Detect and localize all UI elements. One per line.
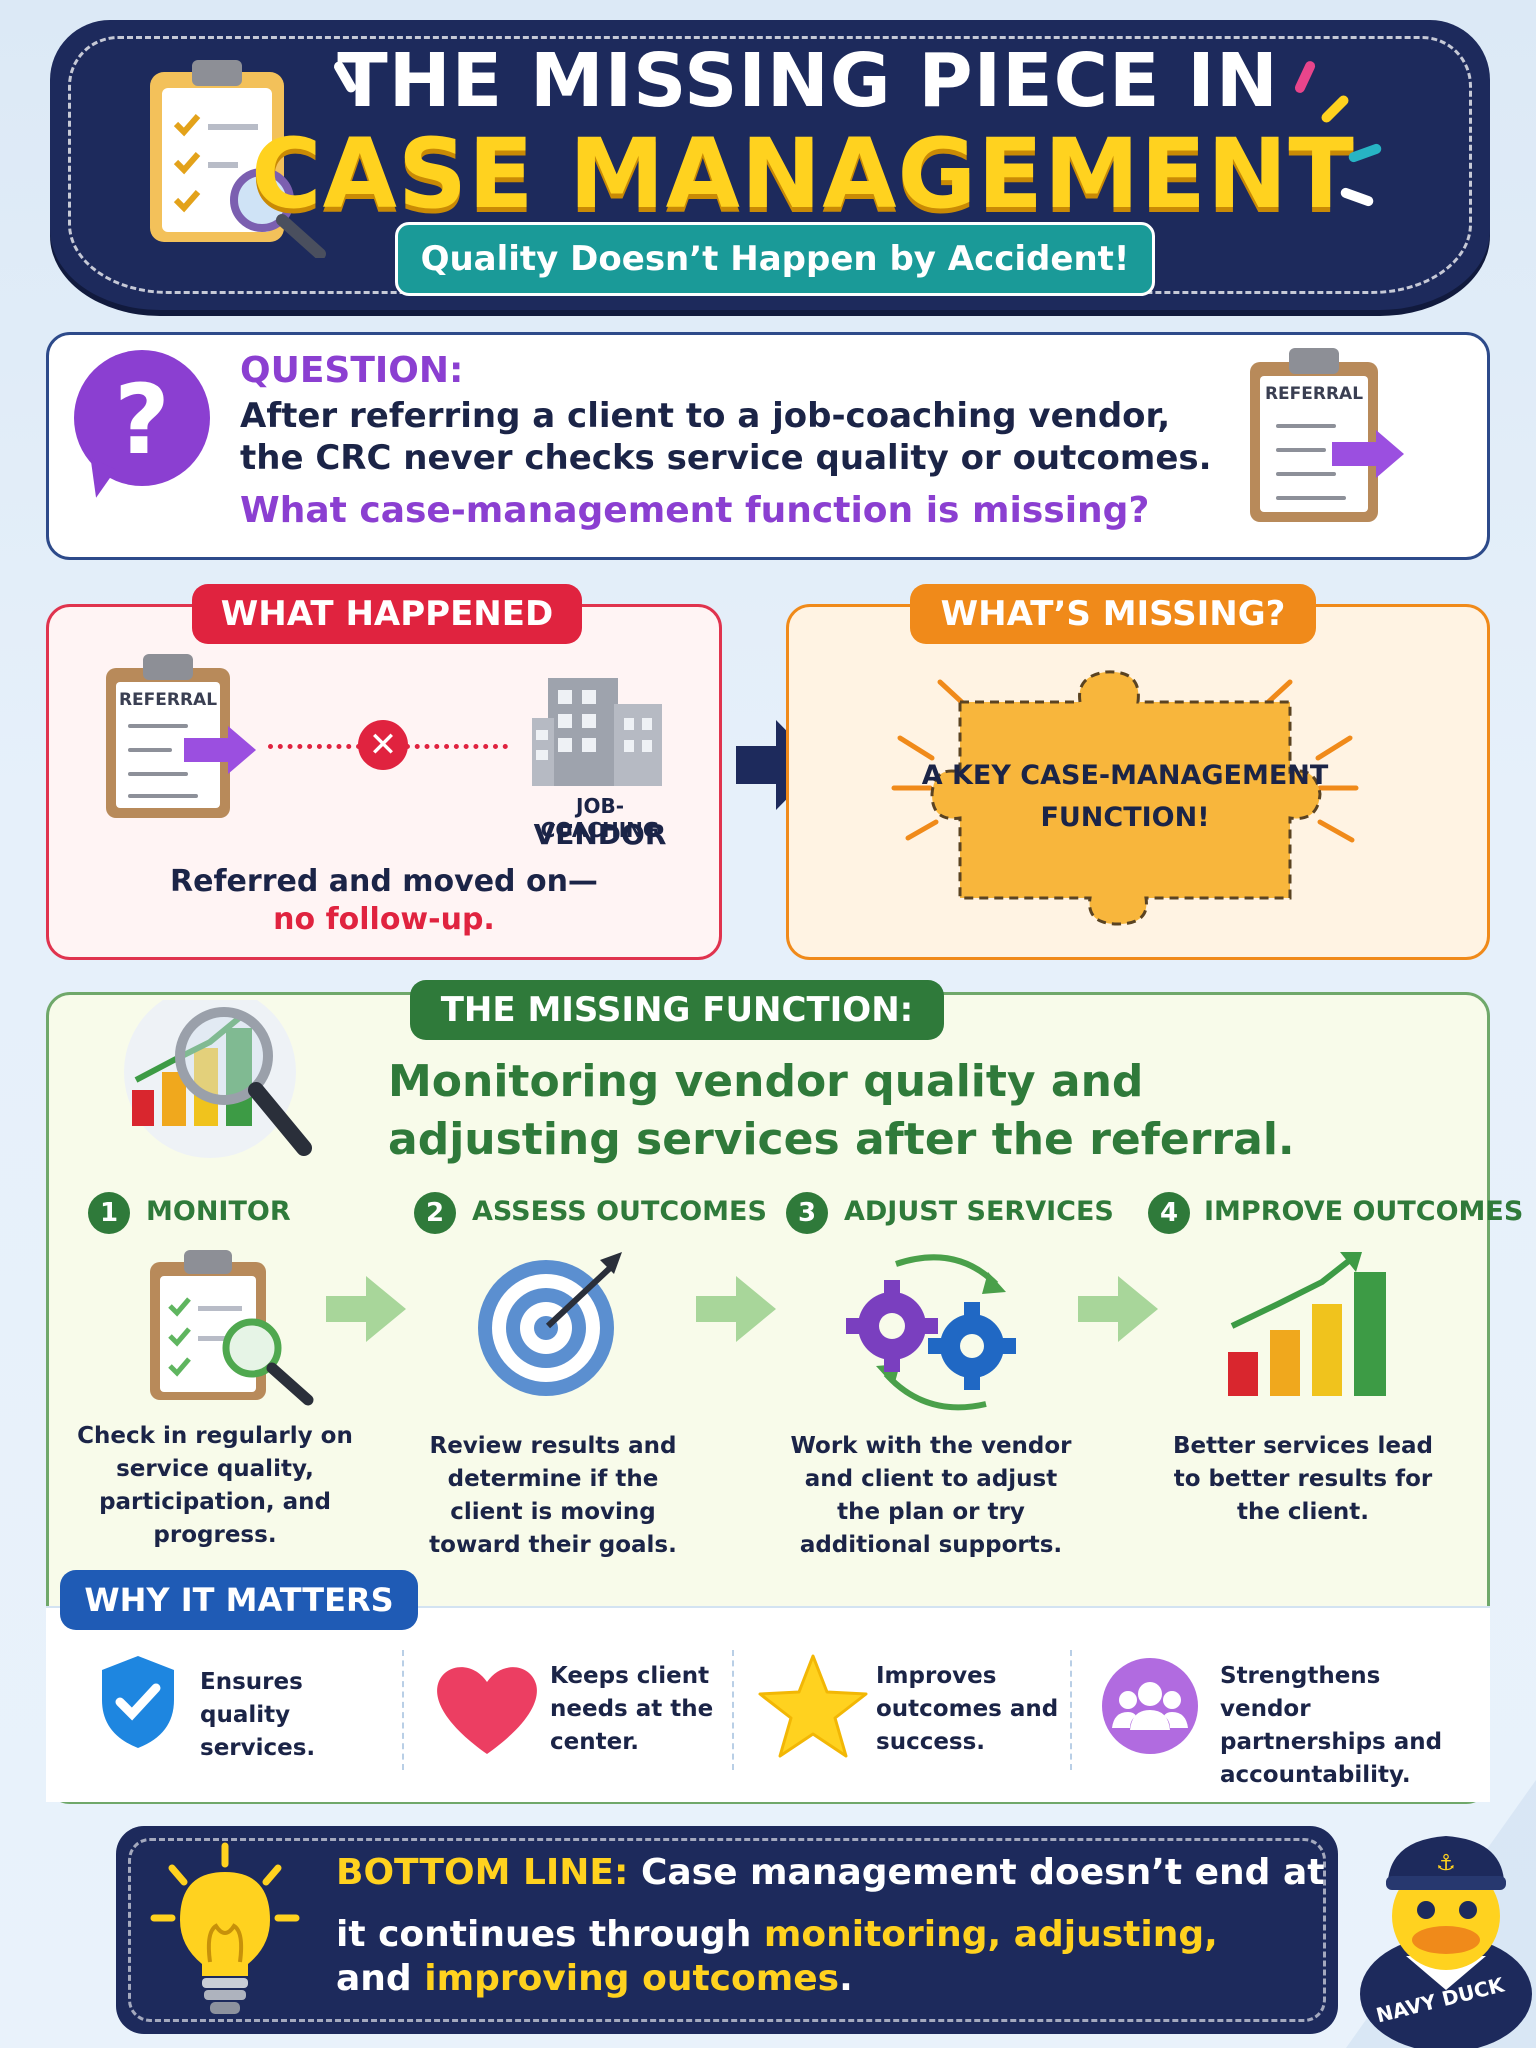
arrow-right-icon [184, 726, 256, 774]
title-line-2: CASE MANAGEMENT [251, 118, 1355, 230]
whats-missing-tab: WHAT’S MISSING? [910, 584, 1316, 644]
question-mark-icon: ? [114, 364, 170, 476]
people-icon [1102, 1658, 1198, 1754]
step-title-improve-outcomes: IMPROVE OUTCOMES [1204, 1196, 1524, 1227]
bottom-line-text: . [839, 1958, 853, 1999]
lightbulb-icon [150, 1842, 300, 2014]
what-happened-tab: WHAT HAPPENED [192, 584, 582, 644]
bottom-line-highlight: improving outcomes [424, 1958, 840, 1999]
step-number: 2 [414, 1192, 456, 1234]
happened-caption-line-1: Referred and moved on— [170, 864, 598, 899]
referral-clipboard-icon: REFERRAL [1250, 348, 1378, 522]
divider [732, 1650, 734, 1770]
step-description: Better services lead to better results f… [1173, 1433, 1433, 1525]
step-title-assess-outcomes: ASSESS OUTCOMES [472, 1196, 767, 1227]
step-description: Check in regularly on service quality, p… [77, 1423, 353, 1548]
bottom-line-line-2: it continues through monitoring, adjusti… [336, 1914, 1218, 1955]
divider [1070, 1650, 1072, 1770]
gears-icon [846, 1254, 1016, 1411]
question-bubble-icon [74, 350, 210, 486]
step-description: Work with the vendor and client to adjus… [790, 1433, 1072, 1558]
bottom-line-text: it continues through [336, 1914, 764, 1955]
function-headline-line-1: Monitoring vendor quality and [388, 1056, 1144, 1107]
step-number: 3 [786, 1192, 828, 1234]
bottom-line-line-3: and improving outcomes. [336, 1958, 853, 1999]
bottom-line-card [116, 1826, 1338, 2034]
question-card [46, 332, 1490, 560]
step-number: 4 [1148, 1192, 1190, 1234]
magnifier-chart-icon [124, 1000, 312, 1158]
why-it-matters-band [46, 1606, 1490, 1802]
shield-check-icon [102, 1656, 174, 1748]
svg-text:⚓: ⚓ [1436, 1851, 1456, 1876]
bottom-line-text: Case management doesn’t end at [628, 1852, 1325, 1893]
question-text-line-1: After referring a client to a job-coachi… [240, 396, 1171, 436]
clipboard-magnifier-icon [150, 1250, 314, 1406]
why-it-matters-tab: WHY IT MATTERS [60, 1570, 418, 1630]
vendor-label-line-1: JOB-COACHING [540, 794, 660, 842]
matter-text: Improves outcomes and success. [876, 1663, 1059, 1755]
missing-piece-line-1: A KEY CASE-MANAGEMENT [921, 760, 1329, 791]
matter-text: Ensures quality services. [200, 1669, 316, 1761]
bottom-line-label: BOTTOM LINE: [336, 1852, 629, 1893]
step-title-adjust-services: ADJUST SERVICES [844, 1196, 1114, 1227]
question-text-line-2: the CRC never checks service quality or … [240, 438, 1212, 478]
step-number: 1 [88, 1192, 130, 1234]
duck-mascot-icon: ⚓ [1346, 1780, 1536, 2048]
subtitle-ribbon: Quality Doesn’t Happen by Accident! [395, 222, 1155, 296]
arrow-right-icon [1078, 1276, 1158, 1342]
clipboard-magnifier-icon [150, 60, 326, 258]
x-icon: ✕ [358, 720, 408, 770]
bottom-line-text: and [336, 1958, 425, 1999]
arrow-right-icon [696, 1276, 776, 1342]
step-title-monitor: MONITOR [146, 1196, 291, 1227]
question-label: QUESTION: [240, 350, 464, 391]
target-icon [478, 1252, 622, 1396]
happened-caption-line-2: no follow-up. [273, 902, 495, 937]
star-icon [758, 1654, 868, 1758]
puzzle-piece-icon [891, 670, 1359, 926]
referral-clipboard-icon: REFERRAL [106, 654, 230, 818]
bottom-line-highlight: monitoring, adjusting, [763, 1914, 1218, 1955]
vendor-label-line-2: VENDOR [533, 818, 667, 851]
arrow-right-icon [736, 720, 820, 810]
question-ask: What case-management function is missing… [240, 490, 1150, 531]
clipboard-label: REFERRAL [118, 690, 218, 710]
missing-function-tab: THE MISSING FUNCTION: [410, 980, 944, 1040]
bottom-line-line-1: BOTTOM LINE: Case management doesn’t end… [336, 1852, 1324, 1893]
building-icon [532, 678, 662, 786]
title-line-1: THE MISSING PIECE IN [337, 38, 1279, 124]
matter-text: Keeps client needs at the center. [550, 1663, 714, 1755]
bar-chart-icon [1228, 1252, 1386, 1396]
step-description: Review results and determine if the clie… [429, 1433, 677, 1558]
arrow-right-icon [326, 1276, 406, 1342]
arrow-right-icon [1332, 430, 1404, 478]
missing-piece-line-2: FUNCTION! [1040, 802, 1210, 833]
function-headline-line-2: adjusting services after the referral. [388, 1114, 1295, 1165]
clipboard-label: REFERRAL [1264, 384, 1364, 404]
matter-text: Strengthens vendor partnerships and acco… [1220, 1663, 1443, 1788]
divider [402, 1650, 404, 1770]
heart-icon [437, 1667, 537, 1754]
